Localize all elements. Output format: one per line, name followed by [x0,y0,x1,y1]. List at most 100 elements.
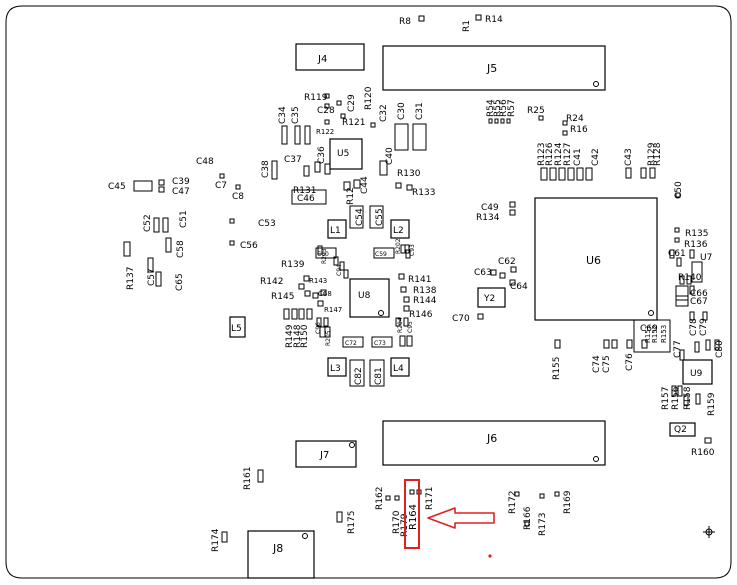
highlight-box [404,479,420,549]
c46-label: C46 [297,194,315,204]
r146-label: R146 [409,310,433,320]
u8-pin1-dot [378,310,384,316]
pad-65 [320,289,327,296]
c48-label: C48 [196,157,214,167]
c30-body [394,123,409,151]
r144-label: R144 [413,296,437,306]
c63-label: C63 [474,268,492,278]
pad-82 [510,266,517,273]
r155-label: R155 [552,357,562,380]
r149-label: R149 [285,324,295,348]
r159-label: R159 [707,392,717,416]
j6-label: J6 [486,432,497,445]
y2-outline [477,287,506,308]
c54-label: C54 [355,208,365,226]
j5-pin1-dot [593,81,599,87]
c35-label: C35 [291,106,301,124]
c53-label: C53 [258,219,276,229]
pad-63 [298,283,305,290]
board-outline [5,5,732,579]
pad-91 [686,275,692,285]
l1-label: L1 [330,226,341,236]
c62-label: C62 [498,257,516,267]
c41-label: C41 [573,148,583,166]
c61-label: C61 [668,249,686,259]
pad-70 [298,308,305,320]
pad-4 [562,130,568,136]
r143-label: R143 [309,277,327,285]
u9-outline [682,359,713,385]
pad-49 [147,257,154,273]
pad-69 [291,308,298,320]
c66-body [675,285,689,301]
pad-3 [562,120,568,126]
pad-57 [405,249,411,259]
c42-label: C42 [591,148,601,166]
r136-label: R136 [684,240,708,250]
c59-body [373,247,395,259]
pad-81 [499,272,506,279]
c82-body [349,359,365,387]
r120-label: R120 [364,86,374,110]
r57-label: R57 [507,99,517,117]
j6-outline [382,420,606,466]
c32-label: C32 [379,104,389,122]
r137-label: R137 [126,267,136,290]
pad-105 [671,385,677,397]
red-marker-dot [488,554,492,558]
c80-label: C80 [715,340,725,358]
y2-label: Y2 [483,294,495,304]
c36-label: C36 [317,146,327,164]
r161-label: R161 [243,467,253,490]
pad-54 [343,269,349,279]
r55-label: R55 [493,99,503,117]
pad-108 [695,393,701,405]
r162-label: R162 [375,487,385,510]
pad-73 [323,317,329,327]
r12-label: R12 [346,187,356,205]
pad-23 [649,167,656,179]
l3-label: L3 [330,364,341,374]
pad-26 [304,125,311,145]
c73-body [371,336,393,348]
j6-pin1-dot [593,456,599,462]
j5-outline [382,45,606,91]
c29-label: C29 [347,94,357,112]
pad-43 [229,218,235,224]
pad-66 [317,300,324,307]
pad-27 [271,160,278,180]
c39-label: C39 [172,177,190,187]
pad-90 [679,275,685,285]
r130-label: R130 [397,169,421,179]
c73-label: C73 [374,340,386,347]
c60-body [315,247,337,259]
pad-98 [679,349,685,361]
pad-22 [640,167,647,179]
j7-pin1-dot [349,442,355,448]
pad-18 [567,167,575,181]
r151-label: R151 [644,325,652,343]
pad-30 [324,163,331,175]
pad-40 [509,201,516,208]
pad-120 [554,491,560,497]
pad-8 [506,118,511,124]
r173-label: R173 [538,513,548,536]
r123-label: R123 [537,143,547,166]
c55-label: C55 [375,208,385,226]
pad-60 [403,296,410,303]
pad-115 [409,489,415,495]
c38-label: C38 [261,160,271,178]
pad-5 [488,118,493,124]
pad-71 [306,308,313,320]
c94-label: C94 [336,264,343,276]
pad-101 [603,339,610,349]
c7-label: C7 [215,181,227,191]
pad-7 [500,118,505,124]
c57-label: C57 [147,268,157,286]
c37-label: C37 [284,155,302,165]
u9-label: U9 [690,369,703,379]
r158-label: R158 [683,386,693,410]
pad-56 [404,244,410,254]
j4-label: J4 [317,54,327,65]
